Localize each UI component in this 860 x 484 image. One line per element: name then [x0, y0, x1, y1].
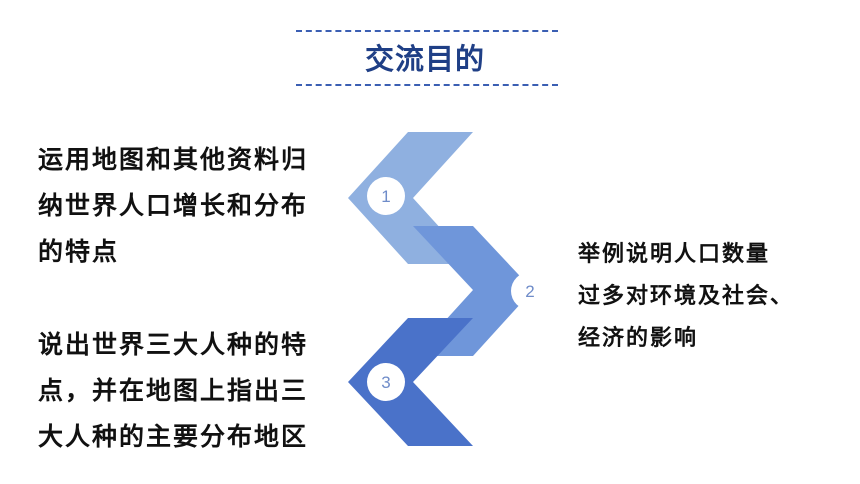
step-1-number: 1: [381, 187, 390, 206]
step-2-badge: [511, 272, 549, 310]
step-3-badge: [367, 363, 405, 401]
objective-2-text: 举例说明人口数量 过多对环境及社会、 经济的影响: [578, 242, 795, 351]
title-bottom-dash: [296, 84, 558, 86]
step-3-number: 3: [381, 373, 390, 392]
title-top-dash: [296, 30, 558, 32]
chevron-3: [348, 318, 473, 446]
step-2-number: 2: [525, 282, 534, 301]
step-1-badge: [367, 177, 405, 215]
objective-1-text: 运用地图和其他资料归 纳世界人口增长和分布 的特点: [38, 145, 309, 266]
page-title: 交流目的: [364, 42, 485, 76]
objective-3-text: 说出世界三大人种的特 点，并在地图上指出三 大人种的主要分布地区: [38, 330, 309, 451]
